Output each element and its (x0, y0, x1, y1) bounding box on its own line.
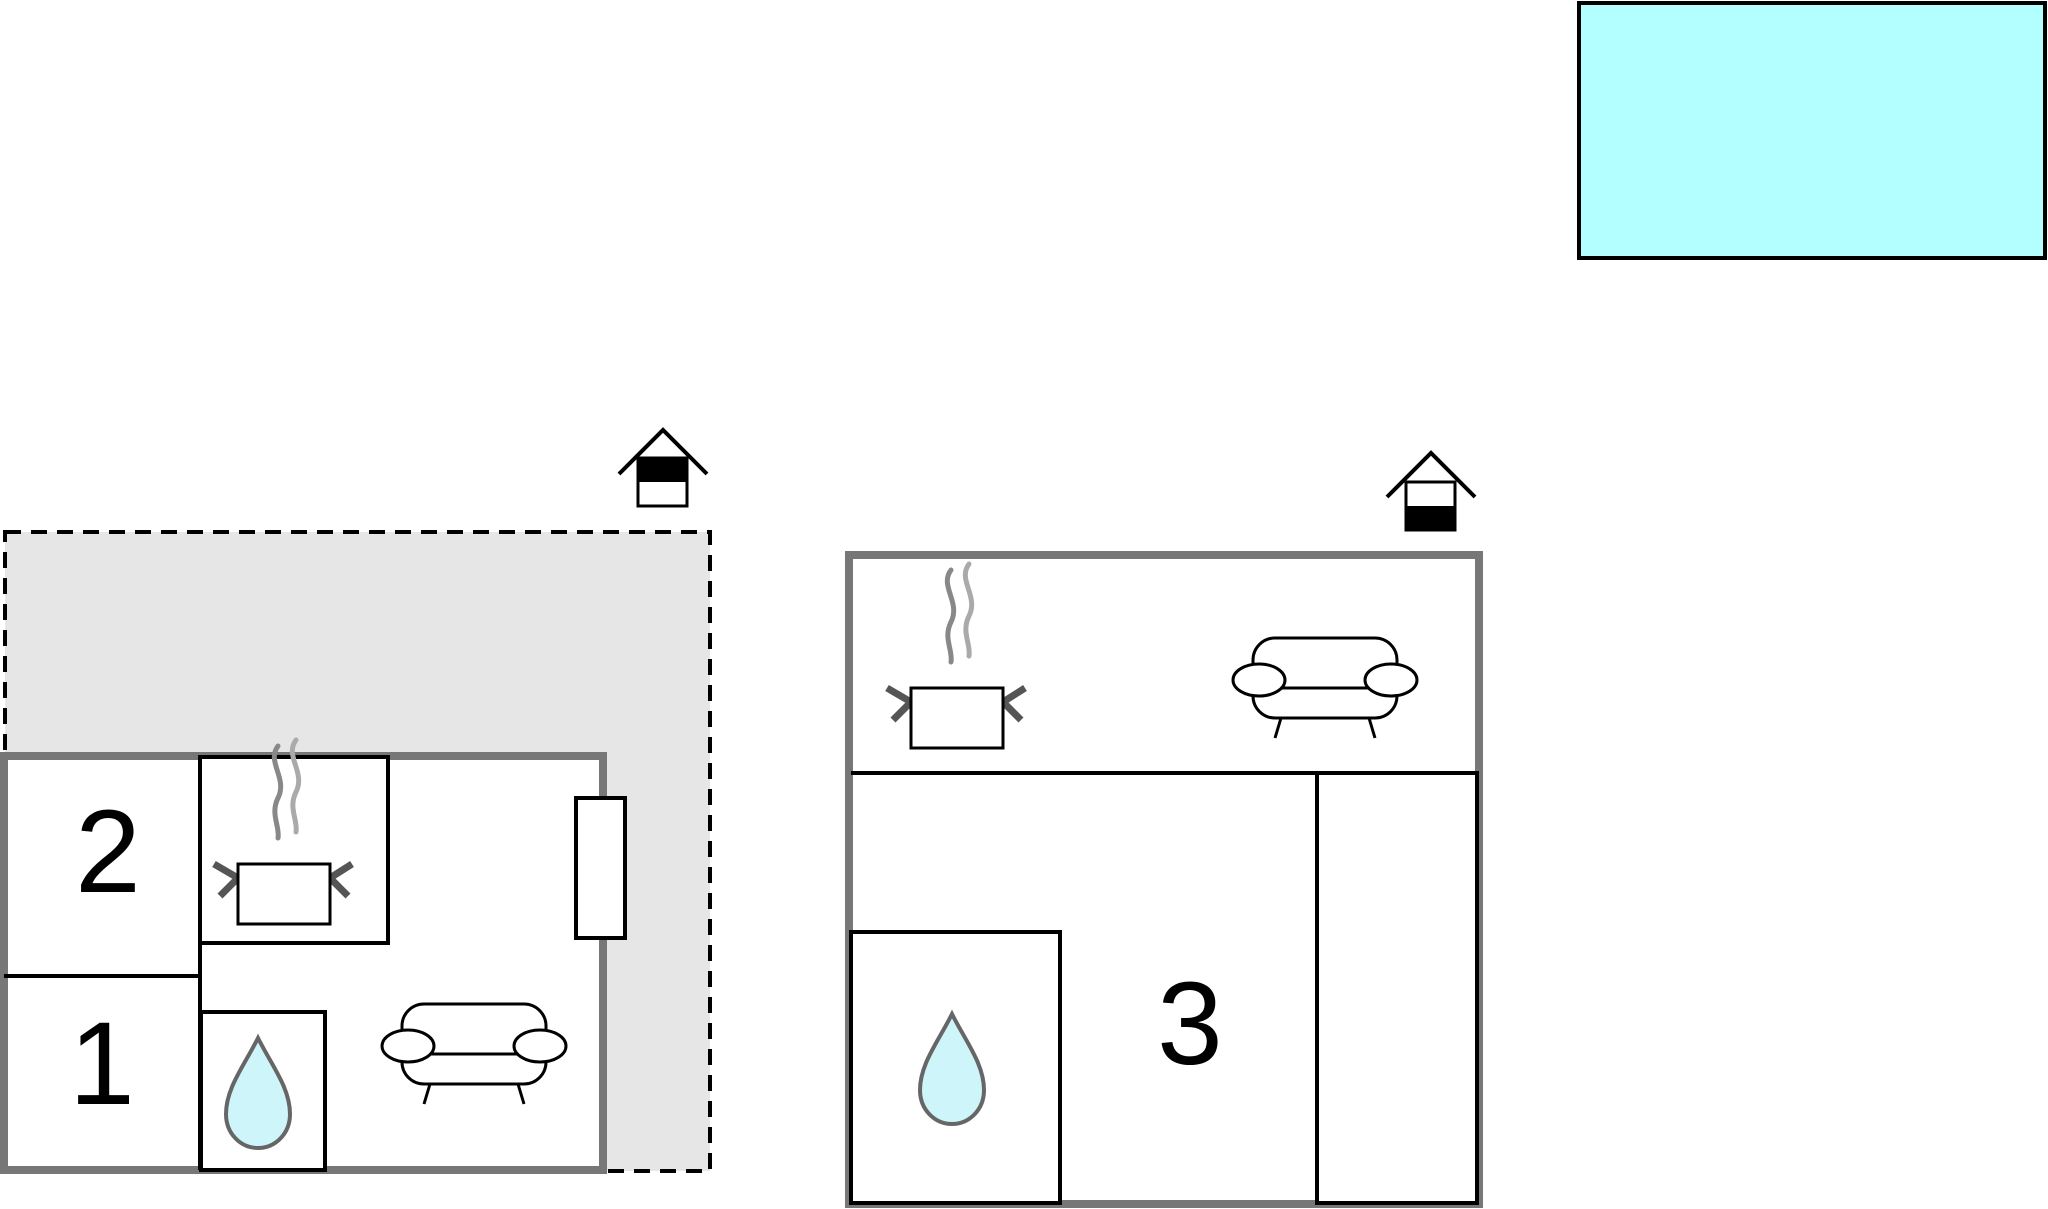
pool (1577, 1, 2047, 260)
left-window-rectangle (574, 796, 627, 940)
room-label-1: 1 (69, 998, 135, 1130)
room-label-3: 3 (1157, 958, 1223, 1090)
house-level-icon (617, 427, 709, 508)
right-side-room (1315, 771, 1479, 1205)
house-level-icon (1385, 450, 1477, 532)
room-label-2: 2 (75, 786, 141, 918)
